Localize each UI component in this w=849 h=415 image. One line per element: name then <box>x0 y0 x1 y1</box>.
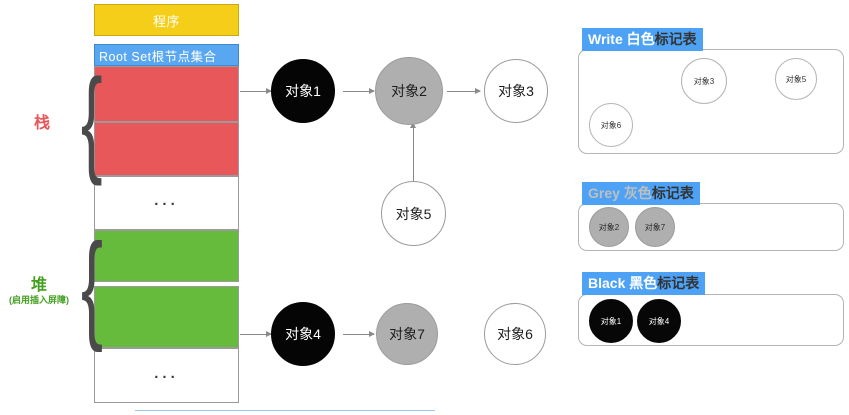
mark-chip-write-2-label: 对象6 <box>600 120 622 130</box>
mark-table-write-box: 对象3 对象5 对象6 <box>578 49 844 154</box>
mark-table-write-title-cjk: 白色 <box>626 31 655 47</box>
graph-node-obj5[interactable]: 对象5 <box>381 181 446 246</box>
mark-table-grey: Grey 灰色标记表 对象2 对象7 <box>578 182 844 252</box>
graph-node-obj3-label: 对象3 <box>498 83 534 99</box>
graph-node-obj2[interactable]: 对象2 <box>375 57 443 125</box>
mark-table-grey-title: Grey 灰色标记表 <box>582 182 700 205</box>
memory-block-program: 程序 <box>94 4 239 36</box>
mark-chip-grey-0-label: 对象2 <box>598 222 620 232</box>
graph-node-obj4-label: 对象4 <box>285 326 321 342</box>
graph-node-obj6[interactable]: 对象6 <box>484 303 546 365</box>
memory-block-stack-frame-2 <box>94 122 239 176</box>
memory-block-heap-frame-2 <box>94 286 239 348</box>
memory-block-heap-ellipsis: ... <box>94 348 239 403</box>
bottom-divider <box>135 410 435 411</box>
mark-table-write-title-suffix: 标记表 <box>654 31 697 47</box>
graph-node-obj6-label: 对象6 <box>497 326 533 342</box>
memory-block-stack-frame-1 <box>94 66 239 122</box>
mark-chip-black-0[interactable]: 对象1 <box>589 299 633 343</box>
heap-brace: { <box>81 219 104 353</box>
mark-chip-grey-1-label: 对象7 <box>644 222 666 232</box>
graph-node-obj4[interactable]: 对象4 <box>271 302 335 366</box>
stack-brace: { <box>80 55 103 187</box>
mark-table-black-title-cjk: 黑色 <box>629 275 658 291</box>
arrow-obj4-to-obj7 <box>343 331 375 337</box>
mark-table-grey-title-cjk: 灰色 <box>623 185 652 201</box>
mark-table-grey-title-en: Grey <box>588 185 620 201</box>
ellipsis-stack: ... <box>154 192 179 209</box>
mark-table-write-title-en: Write <box>588 31 623 47</box>
arrow-obj5-to-obj2 <box>410 122 416 182</box>
mark-table-black-title-suffix: 标记表 <box>657 275 700 291</box>
mark-table-grey-title-suffix: 标记表 <box>651 185 694 201</box>
mark-chip-grey-1[interactable]: 对象7 <box>635 207 675 247</box>
memory-block-rootset-label: Root Set根节点集合 <box>99 49 217 64</box>
graph-node-obj3[interactable]: 对象3 <box>484 59 548 123</box>
mark-chip-black-1[interactable]: 对象4 <box>637 299 681 343</box>
memory-block-stack-ellipsis: ... <box>94 176 239 230</box>
heap-label-title: 堆 <box>30 277 47 294</box>
mark-chip-write-0-label: 对象3 <box>693 76 715 86</box>
arrow-rootset-to-obj1 <box>240 88 272 94</box>
arrow-obj2-to-obj3 <box>447 88 481 94</box>
mark-chip-black-0-label: 对象1 <box>600 316 622 326</box>
mark-chip-write-2[interactable]: 对象6 <box>589 103 633 147</box>
mark-table-black: Black 黑色标记表 对象1 对象4 <box>578 272 844 347</box>
heap-label: 堆 (启用插入屏障) <box>6 277 72 306</box>
mark-table-write: Write 白色标记表 对象3 对象5 对象6 <box>578 28 844 158</box>
mark-chip-write-1-label: 对象5 <box>785 74 807 84</box>
mark-table-black-box: 对象1 对象4 <box>578 294 844 346</box>
mark-table-grey-box: 对象2 对象7 <box>578 203 844 251</box>
mark-chip-write-0[interactable]: 对象3 <box>681 58 727 104</box>
arrow-obj1-to-obj2 <box>343 88 375 94</box>
graph-node-obj1-label: 对象1 <box>285 83 321 99</box>
heap-label-note: (启用插入屏障) <box>9 295 69 306</box>
ellipsis-heap: ... <box>154 364 179 382</box>
graph-node-obj2-label: 对象2 <box>391 83 427 99</box>
graph-node-obj1[interactable]: 对象1 <box>271 59 335 123</box>
stack-label-title: 栈 <box>33 115 50 132</box>
mark-chip-grey-0[interactable]: 对象2 <box>589 207 629 247</box>
graph-node-obj7[interactable]: 对象7 <box>376 303 438 365</box>
mark-table-black-title-en: Black <box>588 275 626 291</box>
memory-block-program-label: 程序 <box>152 13 180 29</box>
mark-chip-black-1-label: 对象4 <box>648 316 670 326</box>
graph-node-obj5-label: 对象5 <box>395 205 432 222</box>
stack-label: 栈 <box>14 115 70 133</box>
memory-block-rootset: Root Set根节点集合 <box>94 44 239 66</box>
mark-chip-write-1[interactable]: 对象5 <box>775 58 817 100</box>
mark-table-black-title: Black 黑色标记表 <box>582 272 706 295</box>
graph-node-obj7-label: 对象7 <box>389 326 425 342</box>
mark-table-write-title: Write 白色标记表 <box>582 28 703 51</box>
memory-block-heap-frame-1 <box>94 230 239 282</box>
arrow-heap-to-obj4 <box>240 331 272 337</box>
